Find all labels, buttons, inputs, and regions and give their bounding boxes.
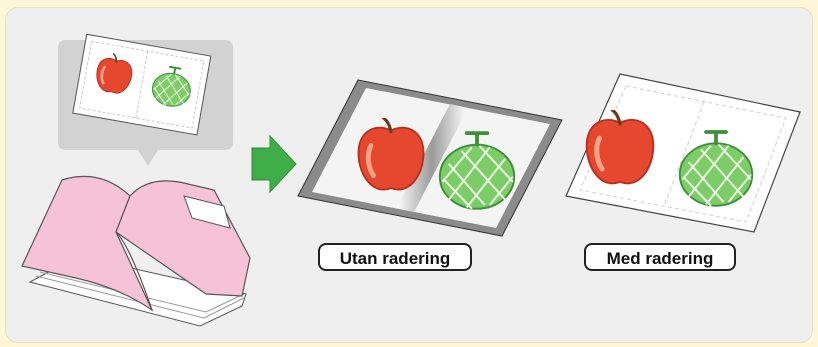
copy-without-erase [298,80,562,236]
book-icon [22,176,250,326]
label-with-erase: Med radering [584,243,736,271]
label-without-erase: Utan radering [318,243,472,271]
preview-bubble [58,34,233,166]
copy-with-erase [566,74,800,232]
arrow-right-icon [252,136,296,192]
